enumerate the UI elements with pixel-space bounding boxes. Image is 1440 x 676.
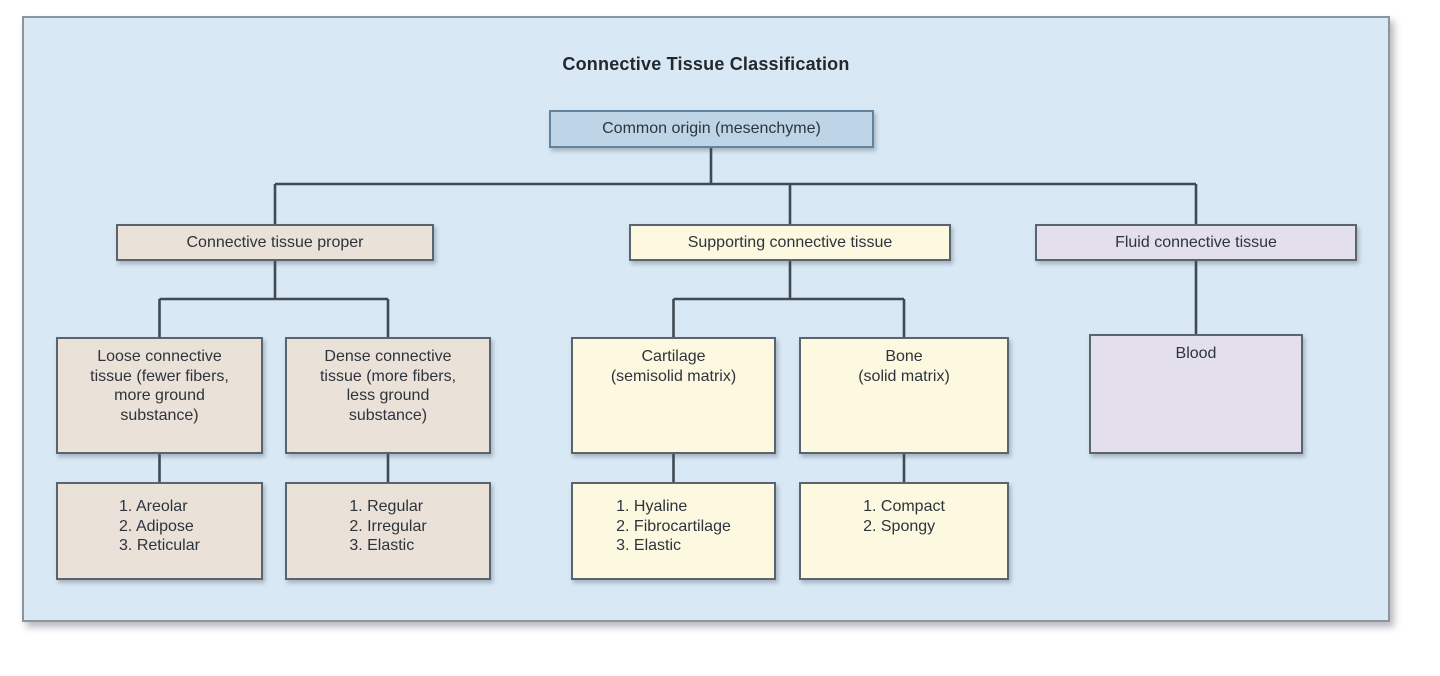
node-bone: Bone (solid matrix) <box>799 337 1009 454</box>
node-loose-connective-tissue: Loose connective tissue (fewer fibers, m… <box>56 337 263 454</box>
connector-lines <box>158 148 1198 482</box>
classification-diagram-panel: Connective Tissue Classification Common … <box>22 16 1390 622</box>
list-bone-types-text: 1. Compact 2. Spongy <box>863 498 945 535</box>
node-fluid-connective-tissue: Fluid connective tissue <box>1035 224 1357 261</box>
node-cartilage: Cartilage (semisolid matrix) <box>571 337 776 454</box>
list-loose-types: 1. Areolar 2. Adipose 3. Reticular <box>56 482 263 580</box>
node-supporting-connective-tissue: Supporting connective tissue <box>629 224 951 261</box>
list-cartilage-types-text: 1. Hyaline 2. Fibrocartilage 3. Elastic <box>616 498 731 555</box>
node-blood: Blood <box>1089 334 1303 454</box>
list-cartilage-types: 1. Hyaline 2. Fibrocartilage 3. Elastic <box>571 482 776 580</box>
list-bone-types: 1. Compact 2. Spongy <box>799 482 1009 580</box>
list-dense-types: 1. Regular 2. Irregular 3. Elastic <box>285 482 491 580</box>
node-common-origin: Common origin (mesenchyme) <box>549 110 874 148</box>
list-dense-types-text: 1. Regular 2. Irregular 3. Elastic <box>349 498 427 555</box>
node-dense-connective-tissue: Dense connective tissue (more fibers, le… <box>285 337 491 454</box>
diagram-title: Connective Tissue Classification <box>562 54 850 74</box>
node-connective-tissue-proper: Connective tissue proper <box>116 224 434 261</box>
list-loose-types-text: 1. Areolar 2. Adipose 3. Reticular <box>119 498 200 555</box>
